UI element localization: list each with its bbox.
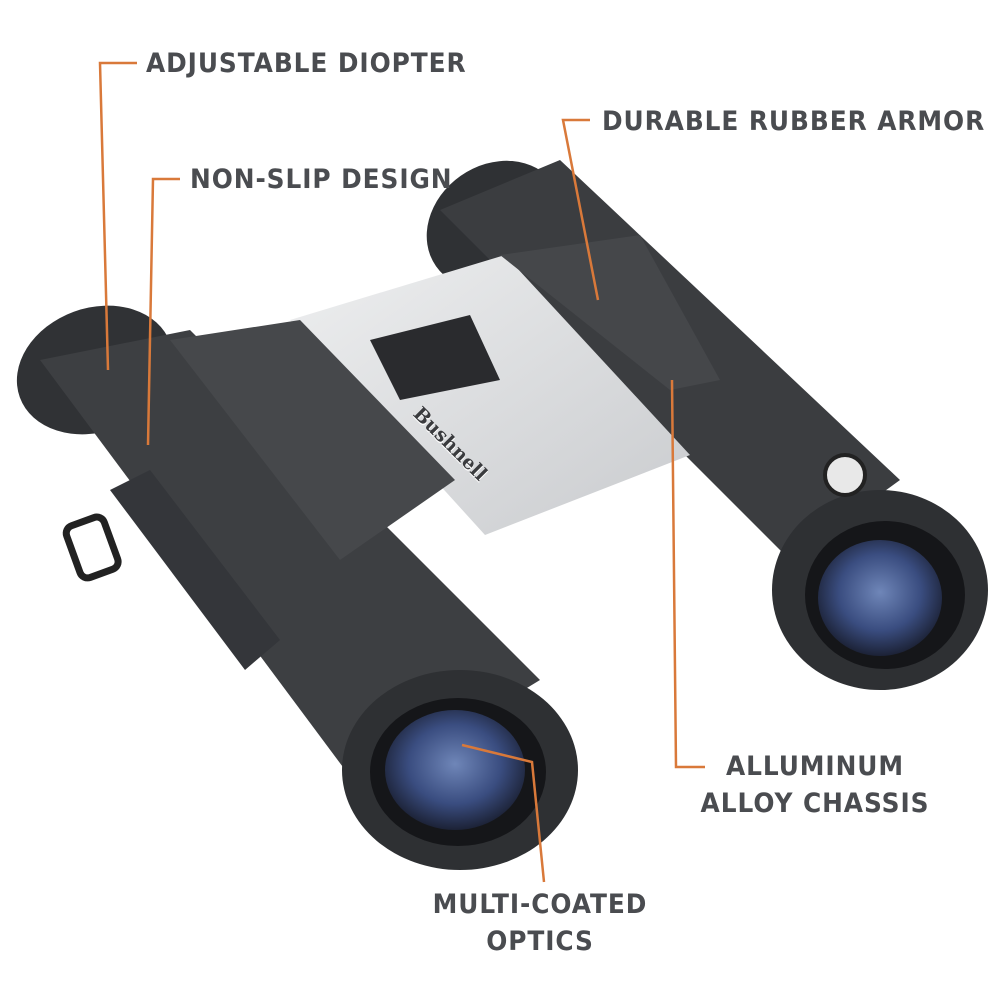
right-objective-lens <box>818 540 942 656</box>
left-barrel <box>16 305 578 870</box>
focus-wheel[interactable] <box>370 315 500 400</box>
callout-optics: MULTI-COATED OPTICS <box>416 886 664 960</box>
aluminum-chassis <box>290 255 690 535</box>
callout-adjustable-diopter: ADJUSTABLE DIOPTER <box>146 48 467 79</box>
callout-chassis: ALLUMINUM ALLOY CHASSIS <box>700 748 930 822</box>
optics-line-2: OPTICS <box>486 926 594 957</box>
chassis-line-2: ALLOY CHASSIS <box>700 788 930 819</box>
chassis-line-1: ALLUMINUM <box>725 751 905 782</box>
callout-durable-rubber-armor: DURABLE RUBBER ARMOR <box>602 106 986 137</box>
brand-badge <box>823 453 867 497</box>
callout-lines <box>98 61 705 883</box>
callout-non-slip-design: NON-SLIP DESIGN <box>190 164 453 195</box>
optics-line-1: MULTI-COATED <box>432 889 648 920</box>
strap-loop <box>62 513 122 582</box>
left-objective-lens <box>385 710 525 830</box>
